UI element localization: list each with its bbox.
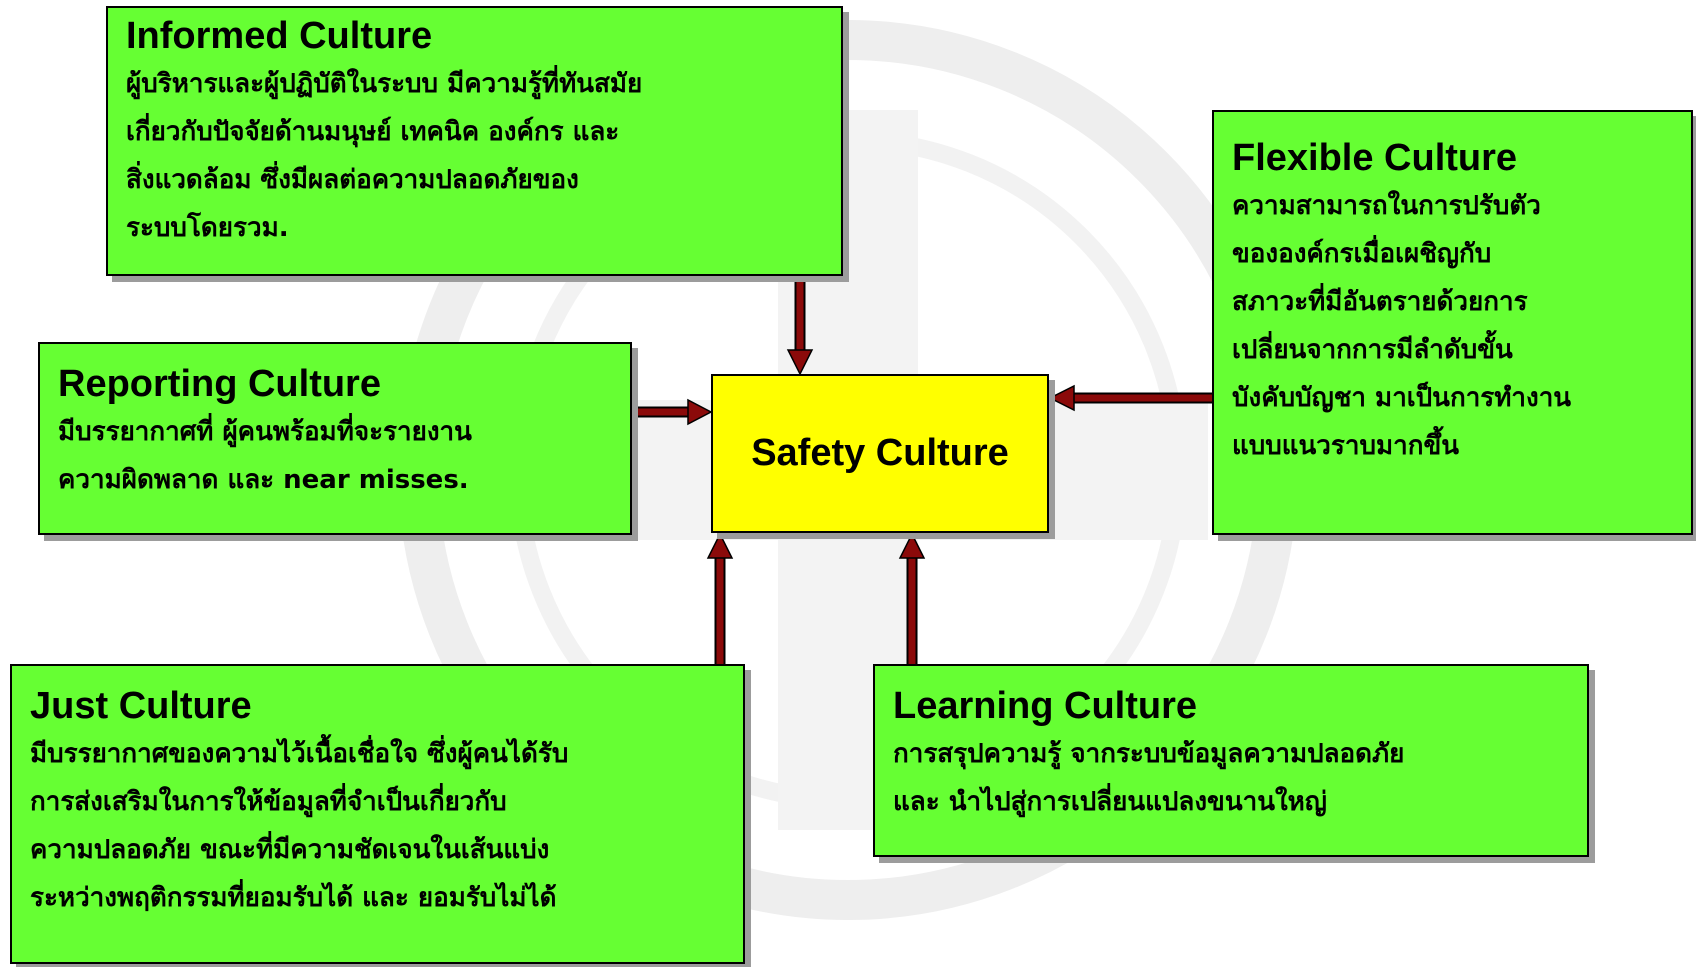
flexible-culture-line-4: เปลี่ยนจากการมีลำดับขั้น [1232,335,1513,365]
just-culture-line-3: ความปลอดภัย ขณะที่มีความชัดเจนในเส้นแบ่ง [30,835,550,865]
flexible-culture-title: Flexible Culture [1232,137,1518,179]
reporting-culture-line-1: มีบรรยากาศที่ ผู้คนพร้อมที่จะรายงาน [58,417,472,447]
just-culture-title: Just Culture [30,685,252,727]
informed-culture-line-4: ระบบโดยรวม. [126,213,289,243]
informed-culture-line-2: เกี่ยวกับปัจจัยด้านมนุษย์ เทคนิค องค์กร … [126,117,620,147]
informed-culture-title: Informed Culture [126,15,433,57]
just-culture-box: Just Culture มีบรรยากาศของความไว้เนื้อเช… [10,664,745,964]
flexible-culture-line-6: แบบแนวราบมากขึ้น [1232,431,1459,461]
reporting-culture-box: Reporting Culture มีบรรยากาศที่ ผู้คนพร้… [38,342,632,535]
learning-culture-title: Learning Culture [893,685,1198,727]
learning-culture-line-2: และ นำไปสู่การเปลี่ยนแปลงขนานใหญ่ [893,787,1327,817]
informed-culture-line-1: ผู้บริหารและผู้ปฏิบัติในระบบ มีความรู้ที… [126,69,643,99]
just-culture-line-1: มีบรรยากาศของความไว้เนื้อเชื่อใจ ซึ่งผู้… [30,739,569,769]
flexible-culture-line-2: ขององค์กรเมื่อเผชิญกับ [1232,239,1492,269]
learning-culture-box: Learning Culture การสรุปความรู้ จากระบบข… [873,664,1589,857]
flexible-culture-line-5: บังคับบัญชา มาเป็นการทำงาน [1232,383,1572,413]
informed-culture-box: Informed Culture ผู้บริหารและผู้ปฏิบัติใ… [106,6,843,276]
flexible-culture-box: Flexible Culture ความสามารถในการปรับตัว … [1212,110,1693,535]
informed-culture-line-3: สิ่งแวดล้อม ซึ่งมีผลต่อความปลอดภัยของ [126,165,579,195]
flexible-culture-line-3: สภาวะที่มีอันตรายด้วยการ [1232,287,1528,317]
flexible-culture-line-1: ความสามารถในการปรับตัว [1232,191,1541,221]
safety-culture-label: Safety Culture [751,432,1009,474]
learning-culture-line-1: การสรุปความรู้ จากระบบข้อมูลความปลอดภัย [893,739,1405,769]
just-culture-line-2: การส่งเสริมในการให้ข้อมูลที่จำเป็นเกี่ยว… [30,787,507,817]
just-culture-line-4: ระหว่างพฤติกรรมที่ยอมรับได้ และ ยอมรับไม… [30,883,557,913]
reporting-culture-title: Reporting Culture [58,363,381,405]
reporting-culture-line-2: ความผิดพลาด และ near misses. [58,465,469,495]
safety-culture-box: Safety Culture [711,374,1049,533]
